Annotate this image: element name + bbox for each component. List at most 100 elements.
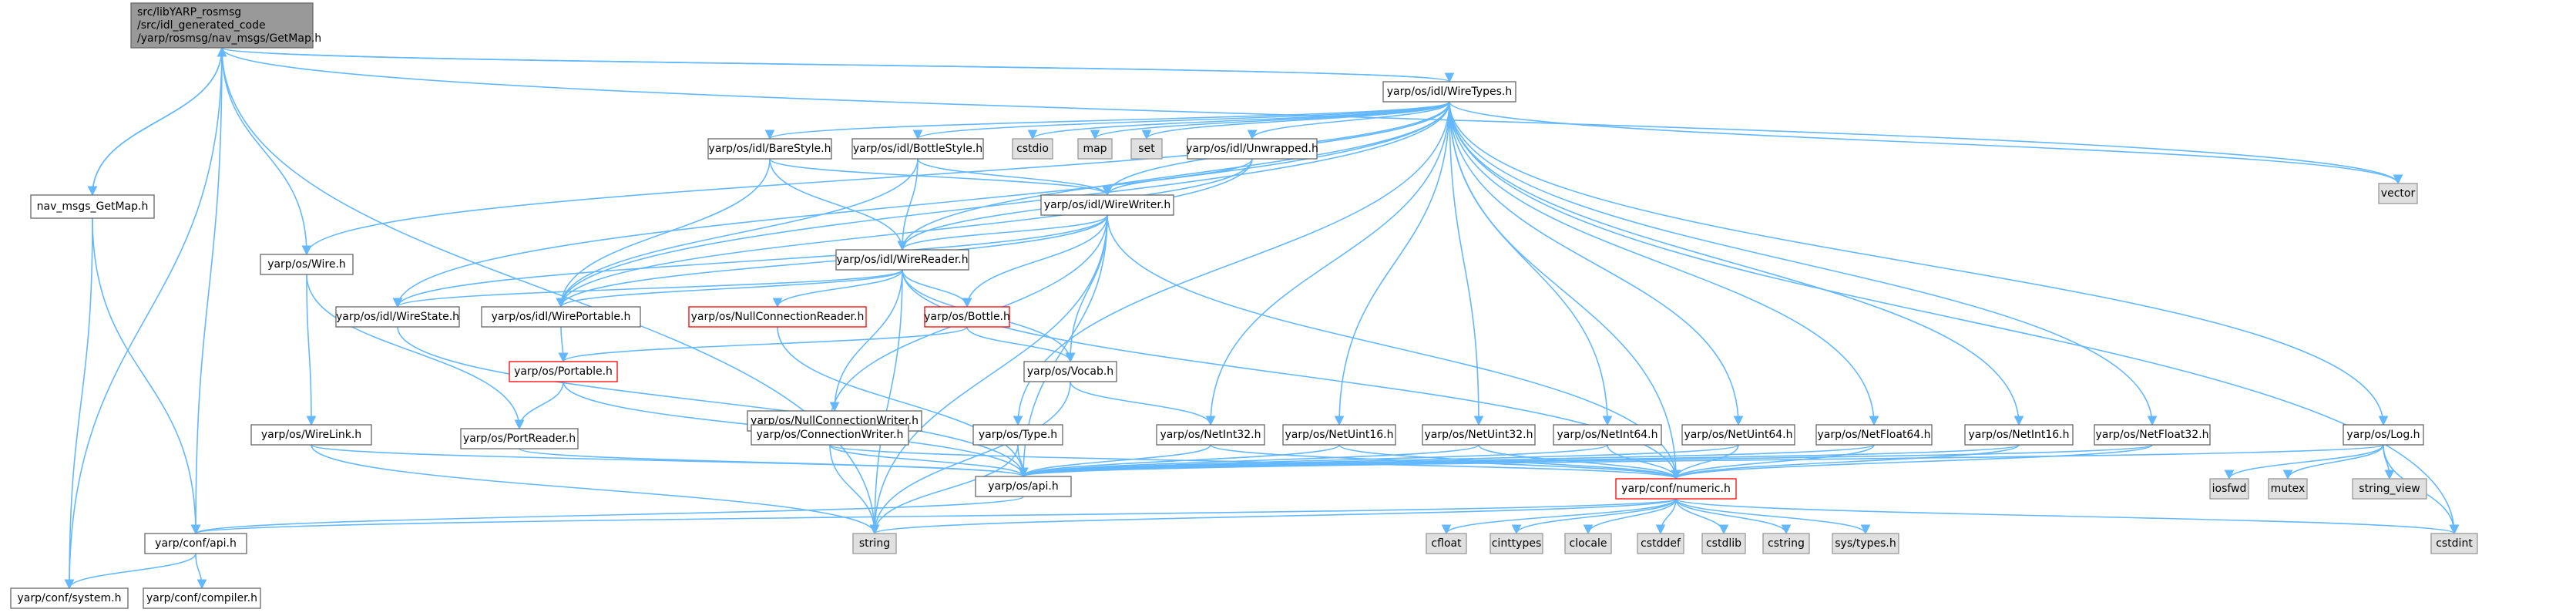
node-unwrapped[interactable]: yarp/os/idl/Unwrapped.h — [1186, 138, 1318, 160]
node-netfloat32[interactable]: yarp/os/NetFloat32.h — [2094, 424, 2211, 446]
edge-wiretypes-to-netint16 — [1449, 101, 2024, 426]
edge-wiretypes-to-netuint64 — [1449, 101, 1744, 426]
node-label: vector — [2381, 187, 2416, 200]
edge-netint16-to-numeric — [1671, 444, 2020, 480]
node-numeric[interactable]: yarp/conf/numeric.h — [1615, 478, 1737, 500]
node-box — [2209, 478, 2249, 500]
node-label: yarp/os/Wire.h — [267, 258, 346, 271]
edge-wirewriter-to-wirereader — [897, 214, 1108, 251]
node-set: set — [1130, 138, 1163, 160]
node-api_conf[interactable]: yarp/conf/api.h — [144, 533, 247, 554]
node-vocab[interactable]: yarp/os/Vocab.h — [1023, 361, 1117, 382]
edge-wiretypes-to-map — [1090, 101, 1450, 140]
edge-numeric-to-cstdint — [1675, 498, 2459, 535]
edge-wiretypes-to-netfloat64 — [1449, 101, 1879, 426]
edge-wirereader-to-bottle — [902, 269, 972, 308]
node-getmap[interactable]: src/libYARP_rosmsg/src/idl_generated_cod… — [130, 2, 321, 49]
node-label: yarp/os/NetUint16.h — [1285, 429, 1393, 441]
node-label: yarp/os/Vocab.h — [1027, 365, 1113, 378]
node-netuint64[interactable]: yarp/os/NetUint64.h — [1681, 424, 1795, 446]
node-wire[interactable]: yarp/os/Wire.h — [260, 254, 354, 275]
node-log[interactable]: yarp/os/Log.h — [2343, 424, 2424, 446]
edge-bottlestyle-to-wirewriter — [917, 158, 1113, 197]
node-box — [852, 533, 897, 554]
node-cinttypes: cinttypes — [1490, 533, 1543, 554]
node-label: yarp/os/idl/WireReader.h — [836, 254, 968, 266]
node-box — [1130, 138, 1163, 160]
node-clocale: clocale — [1564, 533, 1612, 554]
node-label: cstdlib — [1706, 537, 1741, 550]
node-label: string — [859, 537, 890, 550]
edge-log-to-iosfwd — [2224, 444, 2384, 480]
node-wirestate[interactable]: yarp/os/idl/WireState.h — [335, 306, 460, 328]
node-label: cstddef — [1641, 537, 1681, 550]
node-label: yarp/os/idl/WireTypes.h — [1387, 86, 1512, 98]
node-bottlestyle[interactable]: yarp/os/idl/BottleStyle.h — [851, 138, 984, 160]
node-box — [1964, 424, 2074, 446]
edge-connwriter-to-api_os — [829, 444, 1029, 478]
node-label: yarp/os/Log.h — [2346, 429, 2420, 441]
edge-wirereader-to-wirestate — [392, 269, 903, 308]
node-wireportable[interactable]: yarp/os/idl/WirePortable.h — [481, 306, 641, 328]
node-nullconnreader[interactable]: yarp/os/NullConnectionReader.h — [688, 306, 867, 328]
node-compiler[interactable]: yarp/conf/compiler.h — [143, 587, 261, 609]
node-system[interactable]: yarp/conf/system.h — [10, 587, 129, 609]
node-box — [1615, 478, 1737, 500]
node-box — [1422, 424, 1536, 446]
edge-getmap-to-api_conf — [190, 47, 223, 535]
node-wiretypes[interactable]: yarp/os/idl/WireTypes.h — [1382, 81, 1516, 103]
node-type[interactable]: yarp/os/Type.h — [972, 424, 1063, 446]
edge-numeric-to-cfloat — [1441, 498, 1677, 535]
edge-barestyle-to-wireportable — [556, 158, 771, 308]
edge-getmap-to-system — [64, 47, 223, 590]
node-nav_getmap[interactable]: nav_msgs_GetMap.h — [30, 194, 155, 219]
edge-wirewriter-to-string — [869, 214, 1108, 535]
node-cstring: cstring — [1762, 533, 1810, 554]
node-wirelink[interactable]: yarp/os/WireLink.h — [250, 424, 372, 446]
node-netfloat64[interactable]: yarp/os/NetFloat64.h — [1815, 424, 1933, 446]
dependency-edges — [64, 46, 2460, 590]
edge-wirelink-to-api_os — [311, 444, 1028, 478]
node-netint64[interactable]: yarp/os/NetInt64.h — [1553, 424, 1662, 446]
node-box — [460, 428, 579, 449]
node-connwriter[interactable]: yarp/os/ConnectionWriter.h — [751, 424, 909, 446]
edge-numeric-to-clocale — [1583, 498, 1677, 535]
node-box — [509, 361, 618, 382]
node-wirereader[interactable]: yarp/os/idl/WireReader.h — [835, 249, 969, 271]
node-netuint16[interactable]: yarp/os/NetUint16.h — [1282, 424, 1396, 446]
node-box — [1187, 138, 1318, 160]
edge-bottle-to-portable — [558, 326, 968, 363]
node-box — [975, 476, 1072, 497]
edge-netint32-to-api_os — [1018, 444, 1211, 478]
node-label: yarp/conf/api.h — [155, 537, 237, 550]
node-label: yarp/os/idl/WireWriter.h — [1044, 199, 1170, 211]
node-netint16[interactable]: yarp/os/NetInt16.h — [1964, 424, 2074, 446]
node-api_os[interactable]: yarp/os/api.h — [975, 476, 1072, 497]
node-box — [144, 533, 247, 554]
node-label: mutex — [2271, 483, 2306, 495]
edge-wirewriter-to-vocab — [1065, 214, 1108, 363]
edge-barestyle-to-wirereader — [769, 158, 908, 251]
node-box — [924, 306, 1010, 328]
node-barestyle[interactable]: yarp/os/idl/BareStyle.h — [707, 138, 832, 160]
edge-nav_getmap-to-getmap — [92, 46, 227, 196]
node-cstdlib: cstdlib — [1701, 533, 1746, 554]
node-label: yarp/os/idl/WirePortable.h — [492, 311, 631, 323]
node-bottle[interactable]: yarp/os/Bottle.h — [924, 306, 1010, 328]
node-portable[interactable]: yarp/os/Portable.h — [509, 361, 618, 382]
node-label: yarp/os/ConnectionWriter.h — [757, 429, 904, 441]
edge-netuint32-to-api_os — [1018, 444, 1479, 478]
node-box — [2343, 424, 2424, 446]
node-label: set — [1138, 143, 1155, 155]
node-cfloat: cfloat — [1426, 533, 1467, 554]
edge-wiretypes-to-cstdint — [1449, 101, 2460, 535]
node-netuint32[interactable]: yarp/os/NetUint32.h — [1422, 424, 1536, 446]
node-portreader[interactable]: yarp/os/PortReader.h — [460, 428, 579, 449]
edge-wiretypes-to-wirereader — [897, 101, 1450, 251]
node-label: clocale — [1570, 537, 1607, 550]
node-wirewriter[interactable]: yarp/os/idl/WireWriter.h — [1040, 194, 1174, 216]
edge-barestyle-to-wirewriter — [769, 158, 1113, 197]
node-netint32[interactable]: yarp/os/NetInt32.h — [1156, 424, 1265, 446]
node-box — [1012, 138, 1053, 160]
node-cstddef: cstddef — [1637, 533, 1684, 554]
